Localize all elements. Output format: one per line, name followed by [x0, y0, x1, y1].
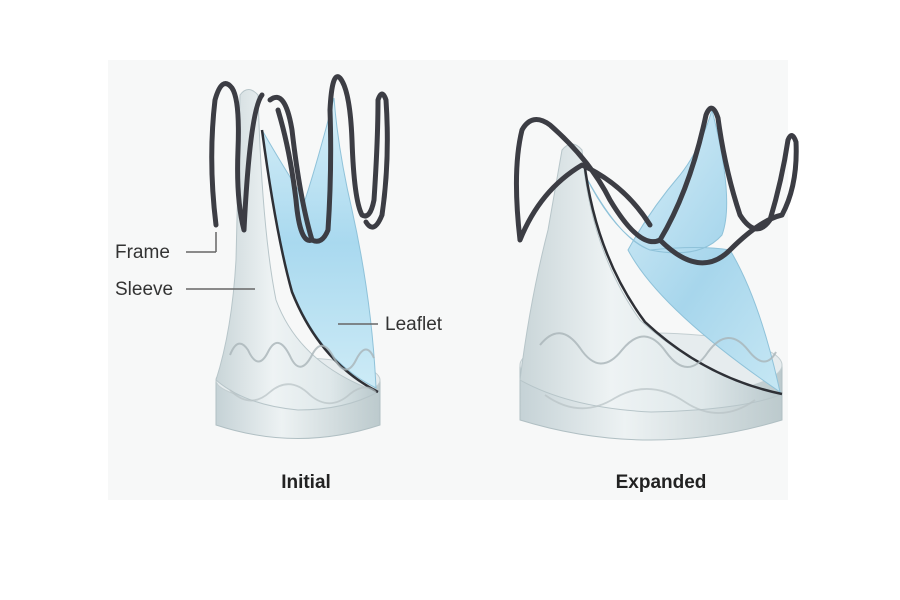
expanded-sleeve — [519, 143, 782, 413]
expanded-frame — [513, 105, 799, 266]
expanded-hidden-frame — [539, 332, 777, 368]
initial-caption: Initial — [281, 472, 331, 493]
initial-hidden-frame — [229, 342, 375, 371]
leaflet-label: Leaflet — [385, 314, 443, 335]
frame-label: Frame — [115, 242, 170, 263]
sleeve-label: Sleeve — [115, 279, 173, 300]
expanded-caption: Expanded — [616, 472, 707, 493]
initial-frame — [209, 74, 390, 244]
expanded-valve — [513, 105, 799, 441]
expanded-leaflet-edge — [582, 159, 783, 396]
initial-sleeve — [215, 89, 380, 411]
expanded-hidden-frame-back — [544, 388, 756, 414]
initial-hidden-frame-back — [229, 383, 377, 405]
expanded-leaflet — [584, 108, 781, 394]
initial-valve — [209, 74, 390, 439]
